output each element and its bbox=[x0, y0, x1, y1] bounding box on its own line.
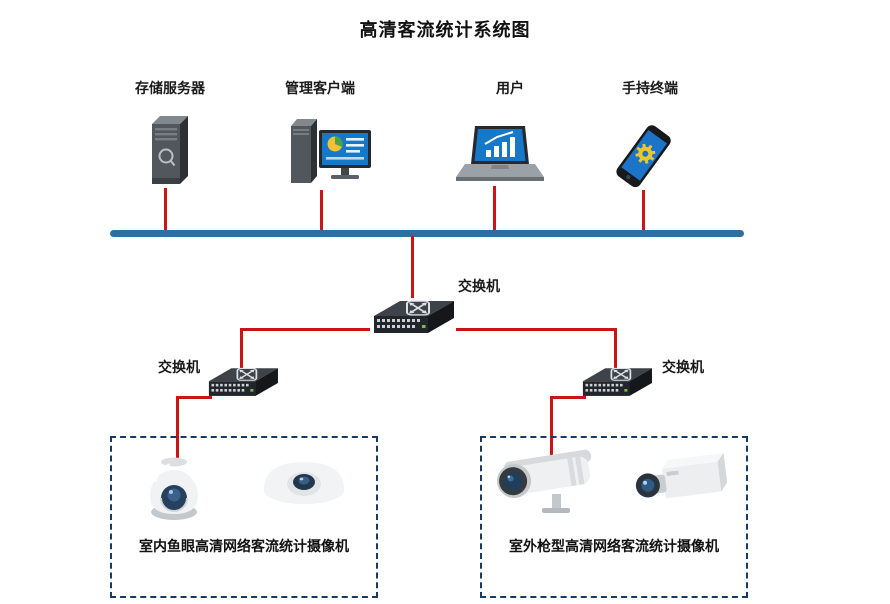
label-user: 用户 bbox=[496, 80, 524, 96]
diagram-title: 高清客流统计系统图 bbox=[359, 20, 531, 40]
label-outdoor-camera-group: 室外枪型高清网络客流统计摄像机 bbox=[509, 538, 719, 554]
label-handheld-terminal: 手持终端 bbox=[622, 80, 678, 96]
connector-right-switch-to-cameras-h bbox=[550, 396, 586, 399]
connector-core-to-right-switch-v bbox=[614, 328, 617, 368]
connector-left-switch-to-cameras-h bbox=[176, 396, 212, 399]
network-switch-icon-right bbox=[576, 362, 658, 410]
connector-server-to-bus bbox=[164, 188, 167, 232]
outdoor-camera-group-box bbox=[480, 436, 748, 598]
network-switch-icon-core bbox=[366, 294, 461, 349]
smartphone-icon bbox=[606, 120, 681, 195]
label-management-client: 管理客户端 bbox=[285, 80, 355, 96]
indoor-camera-group-box bbox=[110, 436, 378, 598]
connector-core-to-left-switch-h bbox=[240, 328, 370, 331]
dome-camera-icon bbox=[138, 442, 210, 526]
network-bus-line bbox=[110, 230, 744, 237]
label-right-switch: 交换机 bbox=[662, 359, 704, 375]
bullet-camera-icon bbox=[486, 440, 606, 522]
label-indoor-camera-group: 室内鱼眼高清网络客流统计摄像机 bbox=[139, 538, 349, 554]
connector-user-to-bus bbox=[493, 186, 496, 232]
desktop-computer-icon bbox=[283, 114, 375, 192]
connector-left-switch-to-cameras-v bbox=[176, 396, 179, 464]
label-left-switch: 交换机 bbox=[158, 359, 200, 375]
connector-client-to-bus bbox=[320, 190, 323, 232]
server-tower-icon bbox=[140, 112, 192, 190]
connector-core-to-right-switch-h bbox=[456, 328, 617, 331]
label-storage-server: 存储服务器 bbox=[135, 80, 205, 96]
network-switch-icon-left bbox=[202, 362, 284, 410]
connector-phone-to-bus bbox=[642, 190, 645, 232]
label-core-switch: 交换机 bbox=[458, 278, 500, 294]
connector-right-switch-to-cameras-v bbox=[550, 396, 553, 464]
box-camera-icon bbox=[634, 446, 734, 524]
laptop-icon bbox=[450, 124, 545, 188]
fisheye-camera-icon bbox=[258, 450, 350, 512]
connector-bus-to-core-switch bbox=[411, 236, 414, 298]
connector-core-to-left-switch-v bbox=[240, 328, 243, 368]
